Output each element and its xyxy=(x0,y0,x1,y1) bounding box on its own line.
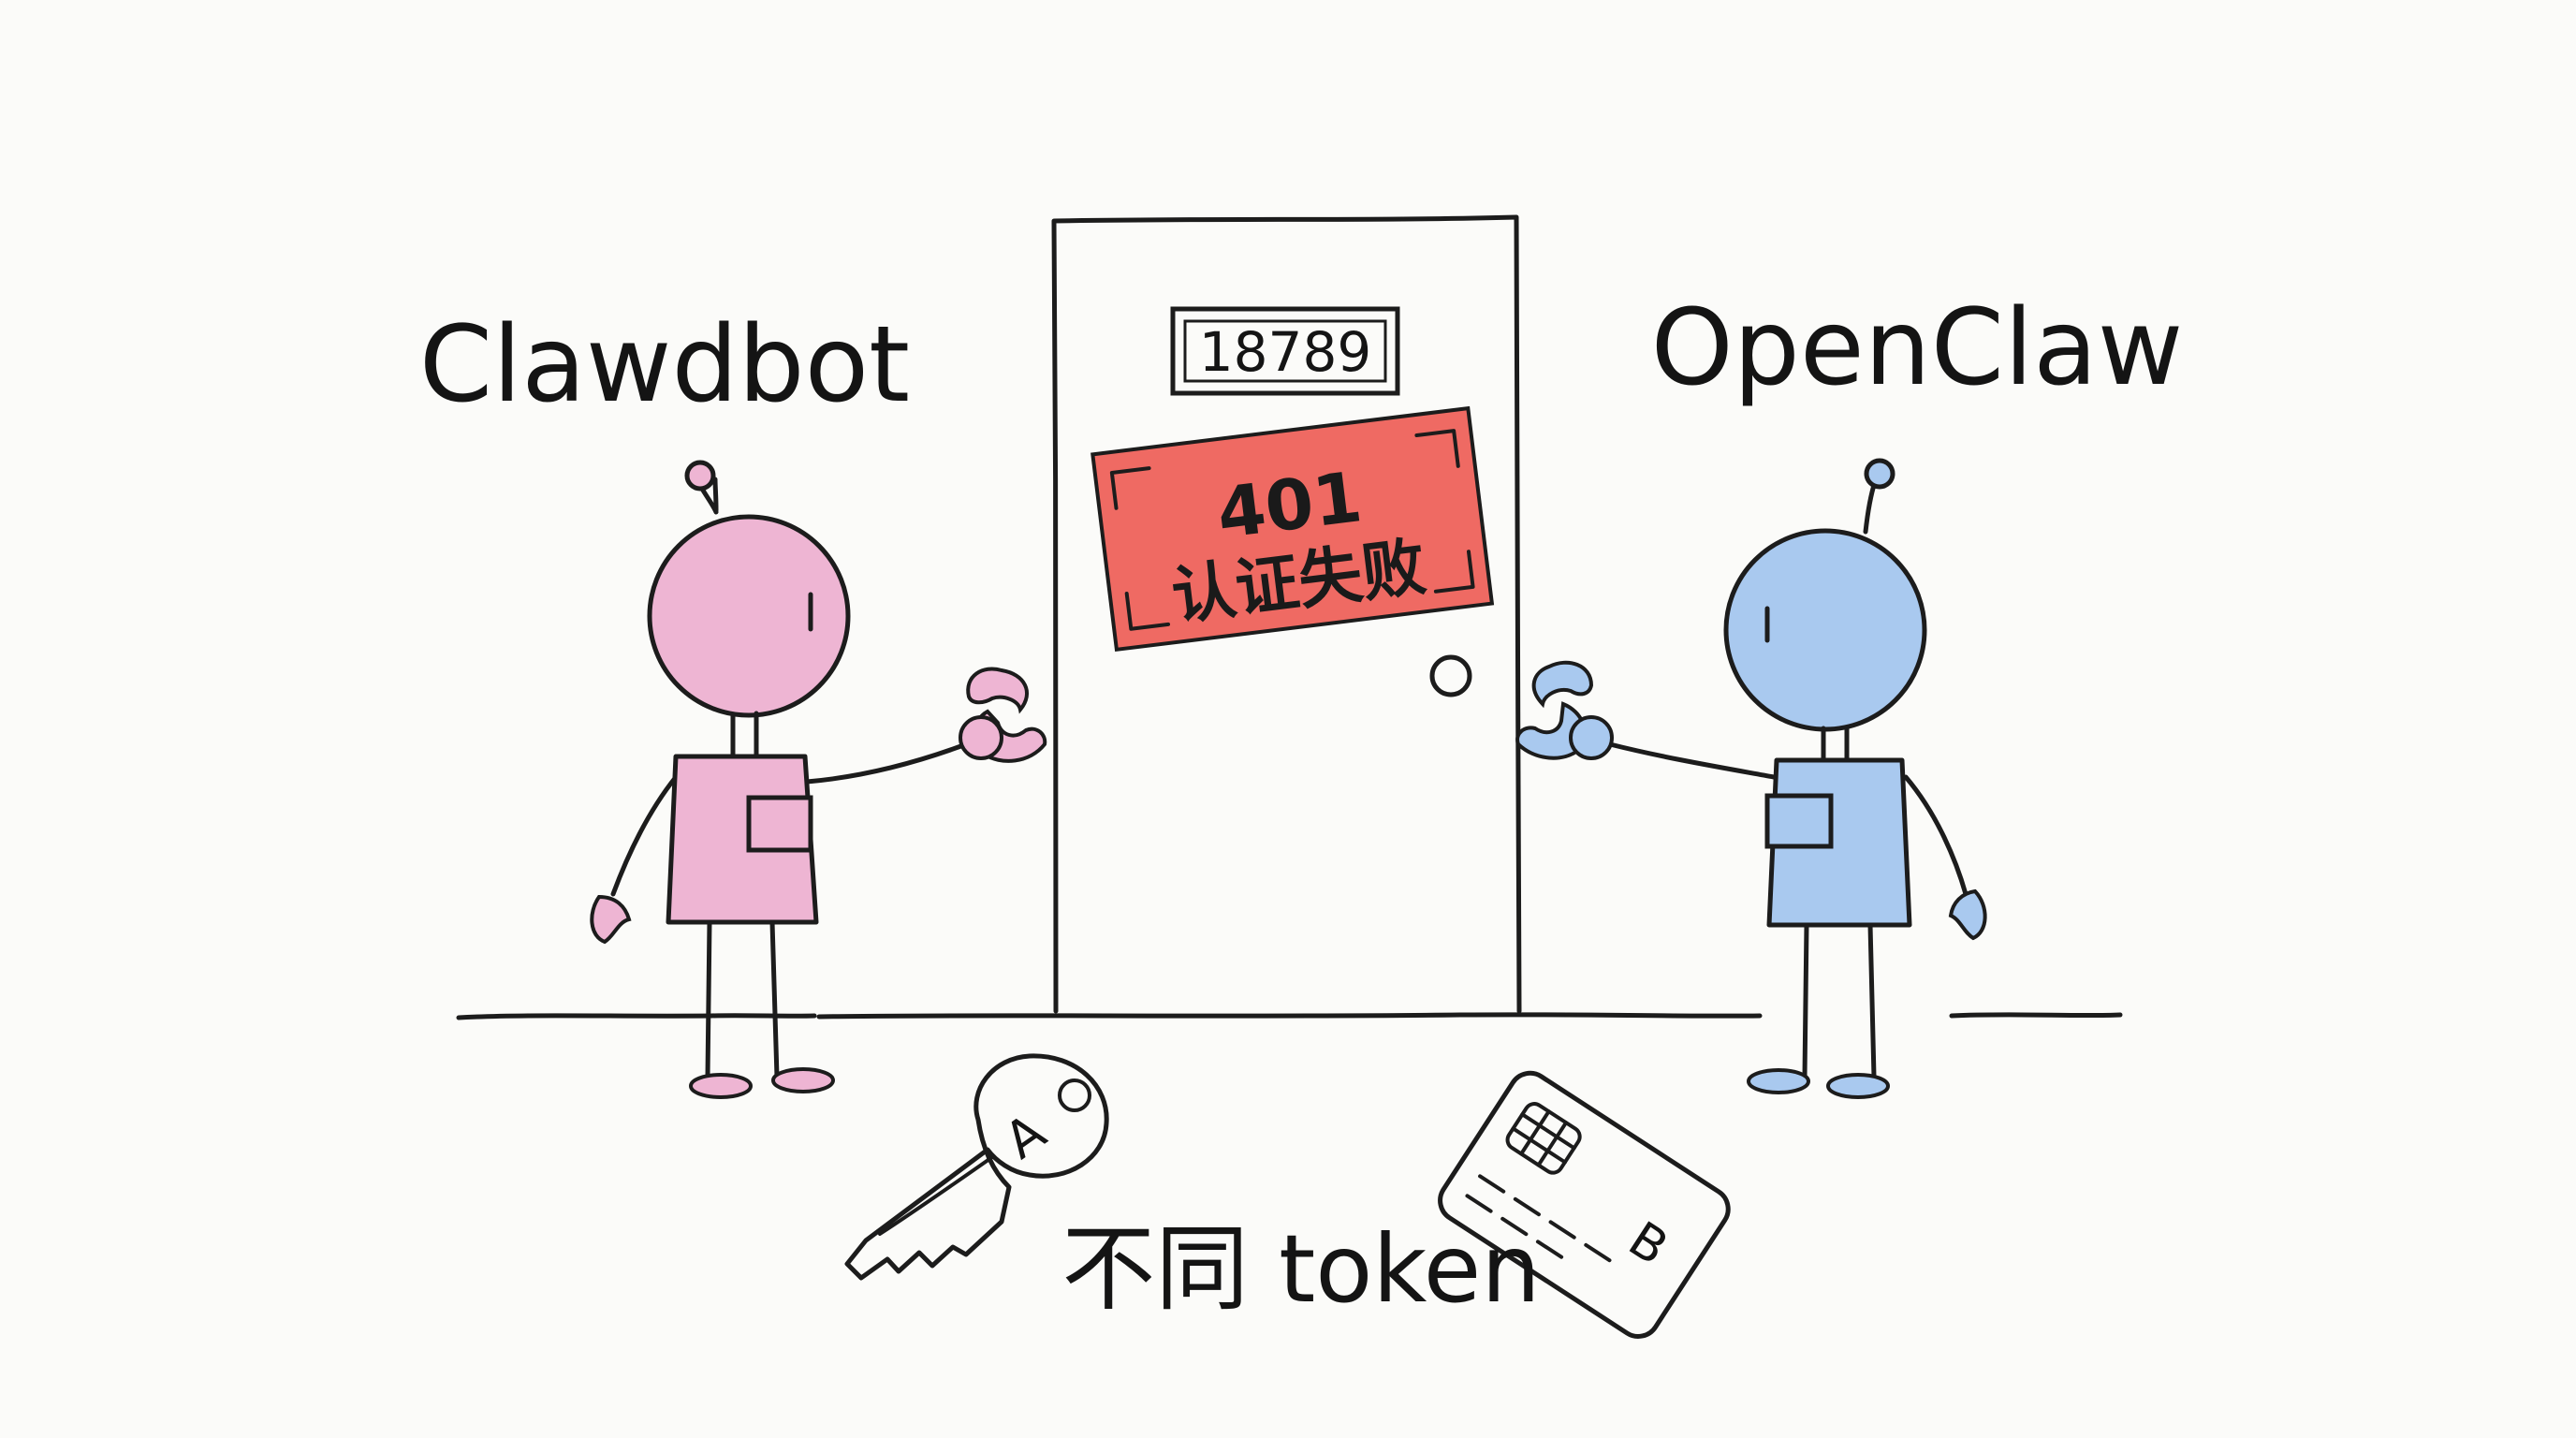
door-knob xyxy=(1429,654,1472,697)
openclaw-label: OpenClaw xyxy=(1651,287,2184,409)
key-icon: A xyxy=(844,1053,1109,1281)
card-icon: B xyxy=(1438,1070,1731,1339)
error-sign: 401 认证失败 xyxy=(1090,405,1495,653)
clawdbot-foot-right xyxy=(771,1067,835,1093)
openclaw-robot xyxy=(1515,458,1987,1099)
clawdbot-robot xyxy=(590,460,1047,1099)
clawdbot-claw xyxy=(959,667,1047,763)
door-number: 18789 xyxy=(1199,320,1372,384)
clawdbot-hand xyxy=(590,894,632,945)
card-chip-icon xyxy=(1505,1102,1582,1175)
token-caption: 不同 token xyxy=(1061,1214,1540,1324)
clawdbot-foot-left xyxy=(689,1073,753,1099)
openclaw-claw xyxy=(1515,660,1614,760)
openclaw-pocket xyxy=(1764,793,1834,849)
clawdbot-head xyxy=(647,514,851,718)
clawdbot-antenna-ball xyxy=(684,460,716,492)
openclaw-antenna-ball xyxy=(1864,458,1895,490)
openclaw-head xyxy=(1723,528,1927,732)
clawdbot-pocket xyxy=(746,795,813,853)
openclaw-foot-left xyxy=(1747,1068,1810,1094)
error-code: 401 xyxy=(1213,457,1367,554)
clawdbot-label: Clawdbot xyxy=(419,304,910,426)
openclaw-hand xyxy=(1948,888,1987,941)
door-number-plate: 18789 xyxy=(1170,306,1400,396)
door xyxy=(1051,214,1522,1014)
openclaw-foot-right xyxy=(1826,1073,1890,1099)
